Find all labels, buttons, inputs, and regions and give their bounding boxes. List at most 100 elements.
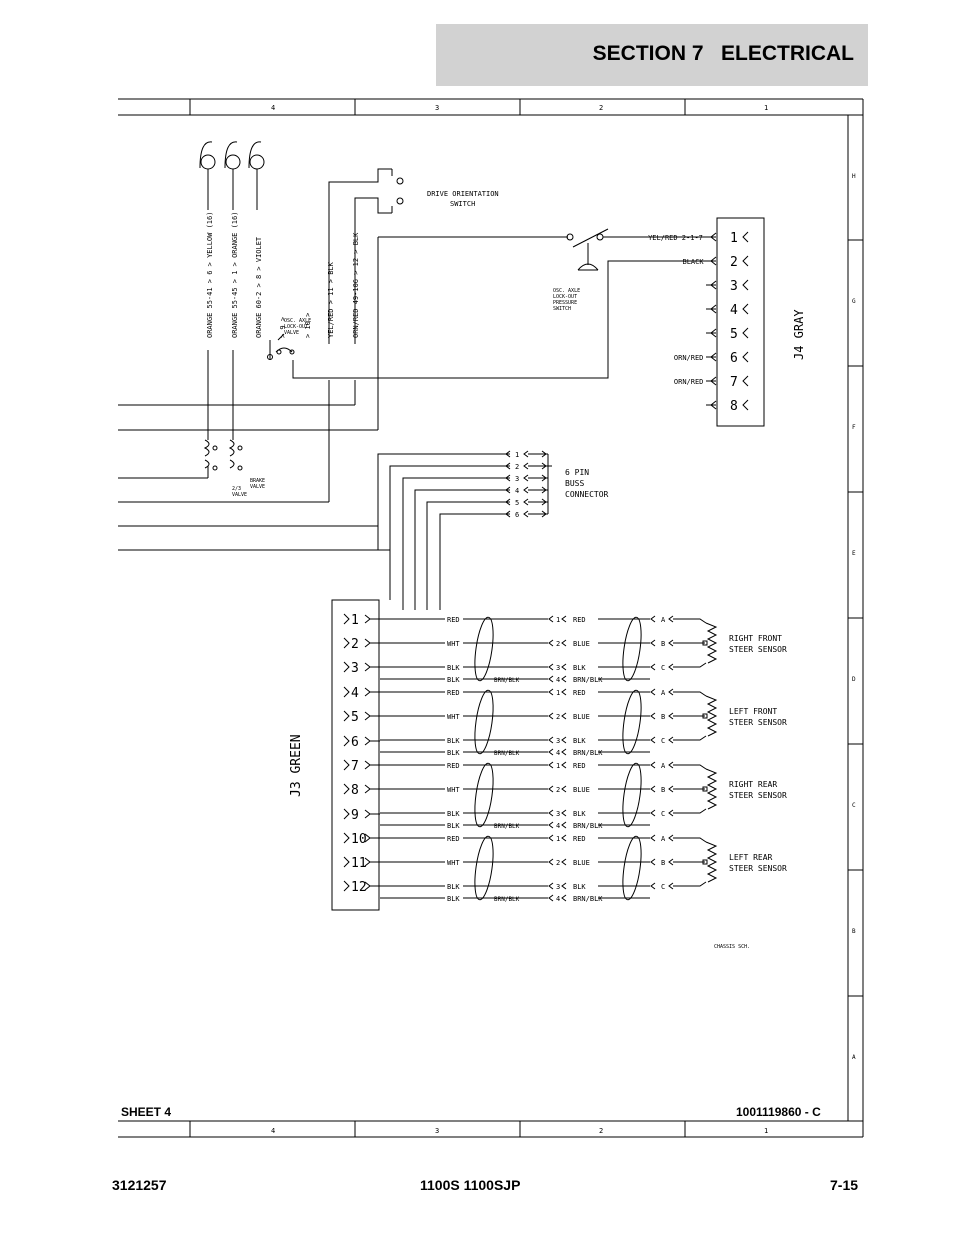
- pressure-switch-label: OSC. AXLE: [553, 288, 580, 294]
- sensor-terminal: B: [661, 713, 665, 721]
- drawing-frame: [118, 98, 864, 1138]
- sensor-wire-color: BRN/BLK: [573, 676, 603, 684]
- buss-pin-number: 2: [515, 463, 519, 471]
- j4-pin-number: 5: [730, 327, 738, 342]
- j3-pin-number: 4: [351, 686, 359, 701]
- sensor-terminal: B: [661, 786, 665, 794]
- sensor-wire-color: BLUE: [573, 713, 590, 721]
- column-label: 4: [271, 1127, 275, 1135]
- j3-pin-number: 12: [351, 880, 367, 895]
- wire-color: RED: [447, 835, 460, 843]
- buss-pin-number: 1: [515, 451, 519, 459]
- column-label: 1: [764, 104, 768, 112]
- column-label: 3: [435, 104, 439, 112]
- wire-color: BLK: [447, 895, 460, 903]
- sensor-wire-color: BLUE: [573, 640, 590, 648]
- wire-color: WHT: [447, 713, 460, 721]
- buss-label: CONNECTOR: [565, 490, 609, 499]
- j3-pin-number: 2: [351, 637, 359, 652]
- sensor-name: LEFT FRONT: [729, 707, 777, 716]
- row-label: B: [852, 928, 856, 935]
- sensor-pin-number: 3: [556, 737, 560, 745]
- j4-pin-number: 1: [730, 231, 738, 246]
- j4-wire-label: ORN/RED: [674, 354, 704, 362]
- sensor-terminal: C: [661, 810, 665, 818]
- row-label: H: [852, 173, 856, 180]
- sensor-wire-color: RED: [573, 616, 586, 624]
- wire-color: RED: [447, 689, 460, 697]
- wire-label: > 10 >: [304, 313, 312, 338]
- wire-color: WHT: [447, 859, 460, 867]
- column-label: 3: [435, 1127, 439, 1135]
- osc-valve-label: VALVE: [284, 330, 299, 336]
- j3-pin-number: 10: [351, 832, 367, 847]
- column-label: 2: [599, 1127, 603, 1135]
- shield-label: BRN/BLK: [494, 677, 520, 684]
- shield-label: BRN/BLK: [494, 823, 520, 830]
- footer-page-number: 7-15: [830, 1177, 859, 1193]
- row-label: D: [852, 676, 856, 683]
- pressure-switch-label: LOCK-OUT: [553, 294, 577, 300]
- sensor-terminal: B: [661, 859, 665, 867]
- wire-label: ORN/RED 49-106 > 12 > BLK: [352, 232, 360, 338]
- sensor-name: STEER SENSOR: [729, 791, 787, 800]
- shield-label: BRN/BLK: [494, 896, 520, 903]
- footer-model: 1100S 1100SJP: [420, 1177, 521, 1193]
- buss-pin-number: 5: [515, 499, 519, 507]
- sensor-pin-number: 3: [556, 810, 560, 818]
- j4-wire-label: ORN/RED: [674, 378, 704, 386]
- brake-valve-label: BRAKE: [250, 478, 265, 484]
- shield-label: BRN/BLK: [494, 750, 520, 757]
- sensor-wire-color: BLUE: [573, 786, 590, 794]
- j3-pin-number: 1: [351, 613, 359, 628]
- j3-pin-number: 11: [351, 856, 367, 871]
- sensor-pin-number: 1: [556, 616, 560, 624]
- sensor-wire-color: BRN/BLK: [573, 822, 603, 830]
- sensor-pin-number: 2: [556, 786, 560, 794]
- sheet-number: SHEET 4: [121, 1105, 172, 1119]
- pressure-switch-label: SWITCH: [553, 306, 571, 312]
- wire-label: ORANGE 60-2 > 8 > VIOLET: [255, 236, 263, 338]
- j3-pin-number: 8: [351, 783, 359, 798]
- row-label: F: [852, 424, 856, 431]
- drawing-number: 1001119860 - C: [736, 1105, 821, 1119]
- column-label: 4: [271, 104, 275, 112]
- row-label: E: [852, 550, 856, 557]
- sensor-pin-number: 4: [556, 749, 560, 757]
- j3-pin-number: 5: [351, 710, 359, 725]
- buss-pin-number: 4: [515, 487, 519, 495]
- j3-pin-number: 3: [351, 661, 359, 676]
- sensor-wire-color: BLUE: [573, 859, 590, 867]
- two-three-valve-label: VALVE: [232, 492, 247, 498]
- drive-switch-label-2: SWITCH: [450, 200, 475, 208]
- j3-pin-number: 6: [351, 735, 359, 750]
- wire-label: ORANGE 55-45 > 1 > ORANGE (16): [231, 212, 239, 338]
- wire-color: BLK: [447, 749, 460, 757]
- cable-loops: [199, 141, 265, 210]
- wire-color: BLK: [447, 737, 460, 745]
- sensor-terminal: A: [661, 835, 666, 843]
- buss-pin-number: 3: [515, 475, 519, 483]
- sensor-terminal: A: [661, 762, 666, 770]
- sensor-terminal: B: [661, 640, 665, 648]
- sensor-pin-number: 2: [556, 859, 560, 867]
- wire-color: BLK: [447, 883, 460, 891]
- two-three-valve-label: 2/3: [232, 486, 241, 492]
- wire-label: ORANGE 55-41 > 6 > YELLOW (16): [206, 212, 214, 338]
- sensor-wire-color: BLK: [573, 810, 586, 818]
- brake-valve-label: VALVE: [250, 484, 265, 490]
- sensor-name: STEER SENSOR: [729, 645, 787, 654]
- sensor-name: RIGHT FRONT: [729, 634, 782, 643]
- wire-color: RED: [447, 762, 460, 770]
- wire-label: > 9 >: [279, 317, 287, 338]
- pressure-switch-label: PRESSURE: [553, 300, 577, 306]
- j3-name: J3 GREEN: [289, 734, 304, 797]
- buss-label: BUSS: [565, 479, 584, 488]
- sensor-name: RIGHT REAR: [729, 780, 777, 789]
- sensor-pin-number: 3: [556, 883, 560, 891]
- j4-pin-number: 6: [730, 351, 738, 366]
